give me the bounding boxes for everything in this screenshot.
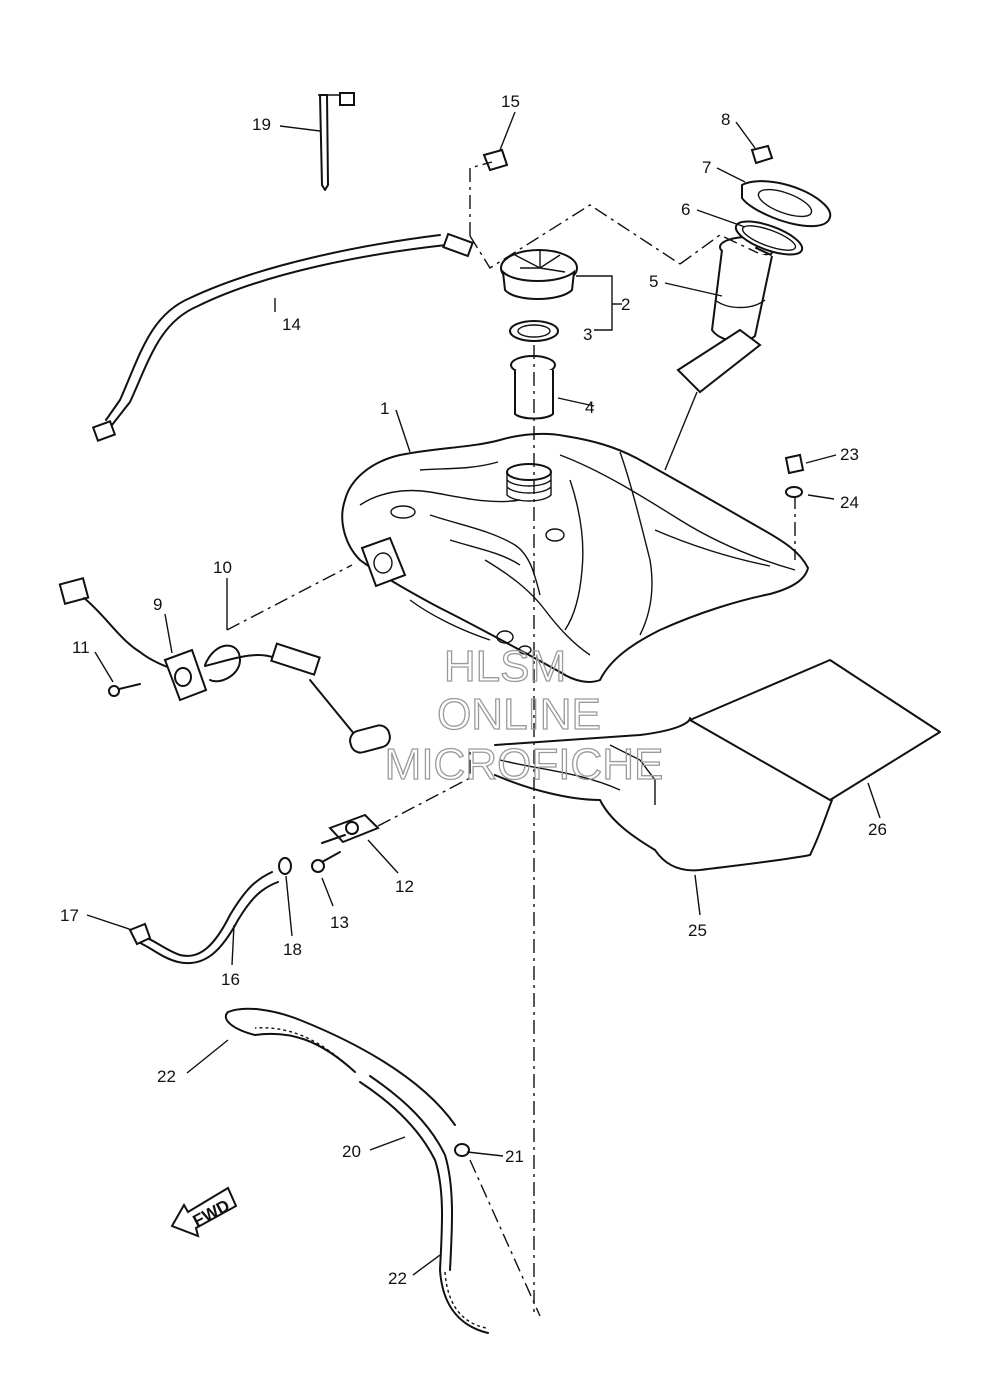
drain-hose-corrugated-upper [225,1007,456,1126]
washer-24 [785,486,803,498]
fuel-pump [676,235,778,394]
callout-24: 24 [840,493,859,512]
callout-26: 26 [868,820,887,839]
drain-hose-corrugated-lower [439,1269,489,1334]
callout-16: 16 [221,970,240,989]
drain-hose-20 [359,1075,454,1271]
callout-3: 3 [583,325,592,344]
pump-retainer-plate [741,180,832,228]
pump-gasket [734,220,804,256]
callout-2: 2 [621,295,630,314]
callout-19: 19 [252,115,271,134]
callout-4: 4 [585,398,594,417]
callout-14: 14 [282,315,301,334]
callout-7: 7 [702,158,711,177]
fuel-tank [341,432,810,683]
watermark-line-2: ONLINE [437,690,601,739]
callout-11: 11 [72,638,90,657]
drain-fitting [321,813,380,844]
callout-8: 8 [721,110,730,129]
sender-screw [108,683,141,697]
watermark-line-3: MICROFICHE [385,740,664,789]
callout-23: 23 [840,445,859,464]
callout-25: 25 [688,921,707,940]
callout-20: 20 [342,1142,361,1161]
callout-6: 6 [681,200,690,219]
cap-gasket [509,320,559,342]
callout-5: 5 [649,272,658,291]
callout-numbers: 1 2 3 4 5 6 7 8 9 10 11 12 13 14 15 16 1… [60,92,887,1288]
fuel-hose [137,871,279,965]
assembly-lines [226,161,796,1317]
callout-12: 12 [395,877,414,896]
breather-hose [91,232,474,442]
fuel-cap [500,249,578,300]
drain-bolt [311,851,341,873]
hose-clamp-18 [278,857,292,875]
callout-9: 9 [153,595,162,614]
sender-gasket [204,644,241,683]
callout-10: 10 [213,558,232,577]
callout-1: 1 [380,399,389,418]
tank-heat-insulator [494,717,833,872]
callout-22-upper: 22 [157,1067,176,1086]
callout-22-lower: 22 [388,1269,407,1288]
leader-lines [86,111,881,1276]
fuel-level-sender [58,577,391,754]
pump-nut [750,144,774,165]
callout-21: 21 [505,1147,524,1166]
hose-clip-17 [128,922,152,946]
fwd-arrow: FWD [170,1186,238,1238]
callout-17: 17 [60,906,79,925]
watermark-line-1: HLSM [444,642,566,691]
callout-13: 13 [330,913,349,932]
callout-15: 15 [501,92,520,111]
hose-clip [482,148,509,172]
hose-clamp-21 [454,1143,470,1157]
filler-neck [510,355,556,420]
heat-shield-sheet [689,659,941,801]
callout-18: 18 [283,940,302,959]
fitting-23 [784,453,805,475]
watermark: HLSM ONLINE MICROFICHE [384,641,664,789]
cable-band [318,92,355,191]
